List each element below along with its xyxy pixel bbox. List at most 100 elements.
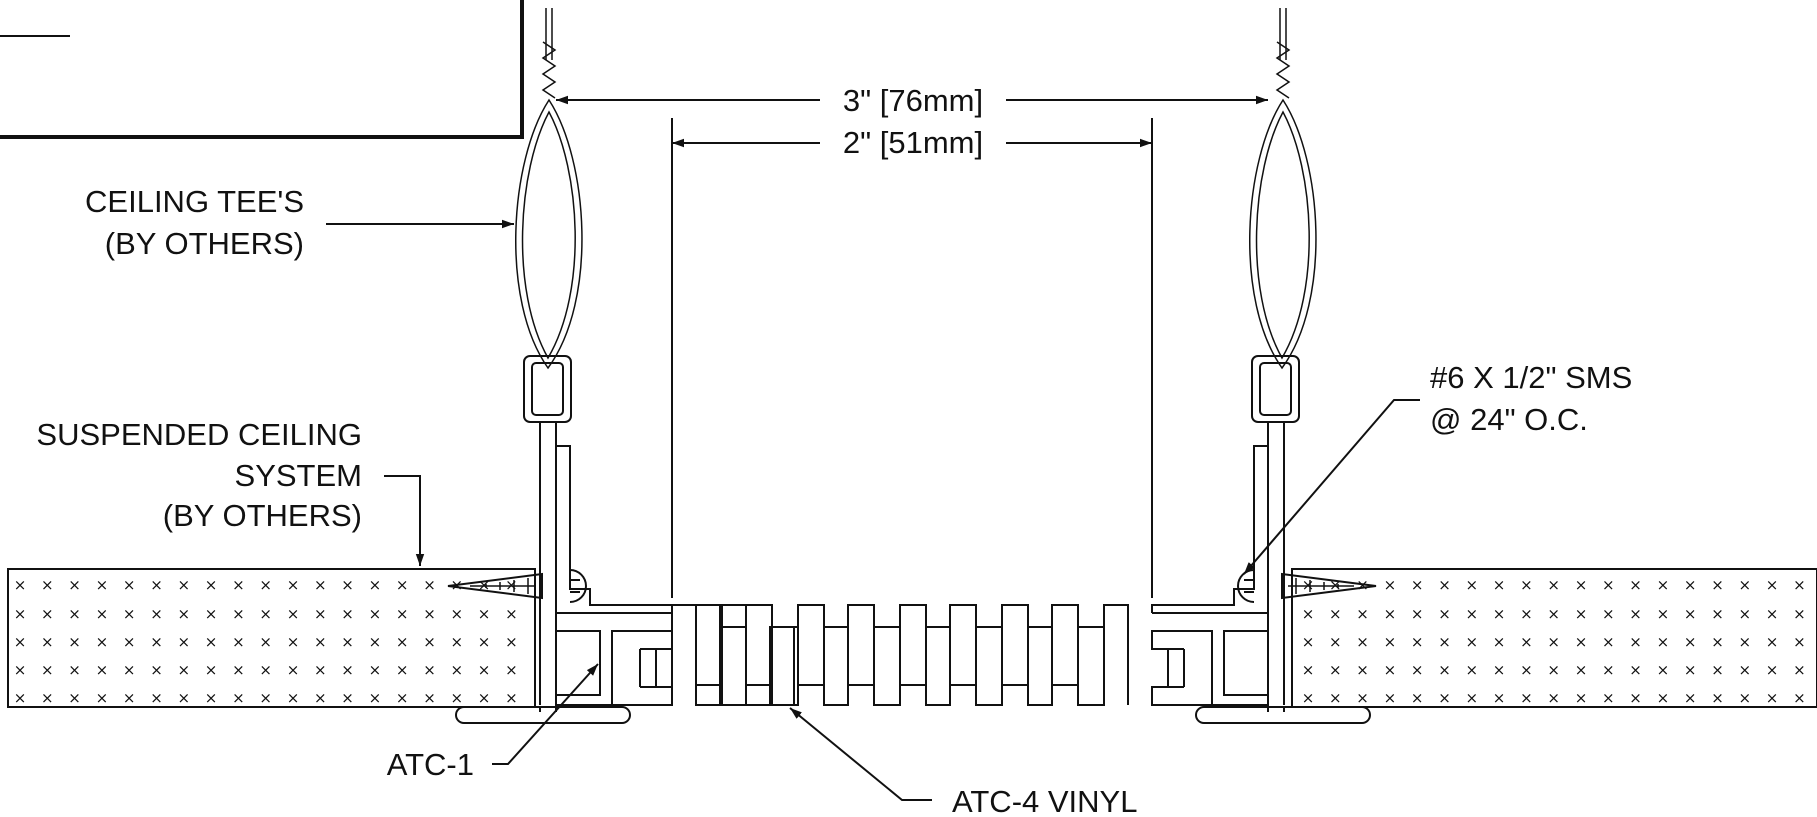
panel-texture-mark: ×: [1657, 605, 1670, 623]
bellows-outer-edge: [696, 604, 1129, 706]
panel-texture-mark: ×: [1766, 689, 1779, 707]
panel-texture-mark: ×: [1356, 633, 1369, 651]
panel-texture-mark: ×: [1520, 689, 1533, 707]
panel-texture-mark: ×: [505, 633, 518, 651]
panel-texture-mark: ×: [1684, 633, 1697, 651]
panel-texture-mark: ×: [14, 605, 27, 623]
panel-texture-mark: ×: [423, 661, 436, 679]
panel-texture-mark: ×: [1466, 661, 1479, 679]
panel-texture-mark: ×: [1575, 605, 1588, 623]
panel-texture-mark: ×: [205, 689, 218, 707]
panel-texture-mark: ×: [287, 661, 300, 679]
panel-texture-mark: ×: [1411, 661, 1424, 679]
panel-texture-mark: ×: [1547, 661, 1560, 679]
panel-texture-mark: ×: [314, 576, 327, 594]
panel-texture-mark: ×: [1629, 576, 1642, 594]
hanger-wire-left: [515, 8, 583, 370]
panel-texture-mark: ×: [1602, 661, 1615, 679]
panel-texture-mark: ×: [259, 576, 272, 594]
panel-texture-mark: ×: [1493, 689, 1506, 707]
panel-texture-mark: ×: [1739, 633, 1752, 651]
ceiling-tees-label-line1: CEILING TEE'S: [85, 184, 304, 219]
panel-texture-mark: ×: [1793, 661, 1806, 679]
panel-texture-mark: ×: [178, 633, 191, 651]
panel-texture-mark: ×: [1384, 661, 1397, 679]
panel-texture-mark: ×: [41, 689, 54, 707]
panel-texture-mark: ×: [123, 633, 136, 651]
panel-texture-mark: ×: [369, 605, 382, 623]
panel-texture-mark: ×: [423, 605, 436, 623]
panel-texture-mark: ×: [205, 605, 218, 623]
panel-texture-mark: ×: [1602, 689, 1615, 707]
panel-texture-mark: ×: [1384, 689, 1397, 707]
panel-texture-mark: ×: [1575, 576, 1588, 594]
panel-texture-mark: ×: [178, 689, 191, 707]
atc1-label: ATC-1: [387, 747, 474, 782]
panel-texture-mark: ×: [1547, 576, 1560, 594]
panel-texture-mark: ×: [451, 689, 464, 707]
panel-texture-mark: ×: [259, 661, 272, 679]
panel-texture-mark: ×: [1739, 605, 1752, 623]
panel-texture-mark: ×: [41, 576, 54, 594]
panel-texture-mark: ×: [1739, 576, 1752, 594]
panel-texture-mark: ×: [451, 605, 464, 623]
panel-texture-mark: ×: [451, 633, 464, 651]
panel-texture-mark: ×: [478, 689, 491, 707]
panel-texture-mark: ×: [205, 633, 218, 651]
panel-texture-mark: ×: [1657, 576, 1670, 594]
panel-texture-mark: ×: [1520, 605, 1533, 623]
panel-texture-mark: ×: [1657, 633, 1670, 651]
suspended-label-line1: SUSPENDED CEILING: [36, 417, 362, 452]
panel-texture-mark: ×: [287, 689, 300, 707]
panel-texture-mark: ×: [1547, 633, 1560, 651]
panel-texture-mark: ×: [1384, 633, 1397, 651]
panel-texture-mark: ×: [259, 689, 272, 707]
panel-texture-mark: ×: [341, 576, 354, 594]
panel-texture-mark: ×: [14, 633, 27, 651]
panel-texture-mark: ×: [1302, 605, 1315, 623]
panel-texture-mark: ×: [1793, 605, 1806, 623]
panel-texture-mark: ×: [423, 689, 436, 707]
panel-texture-mark: ×: [396, 689, 409, 707]
panel-texture-mark: ×: [1302, 689, 1315, 707]
panel-texture-mark: ×: [1411, 605, 1424, 623]
panel-texture-mark: ×: [1629, 661, 1642, 679]
title-block-corner: [0, 0, 524, 139]
panel-texture-mark: ×: [68, 689, 81, 707]
panel-texture-mark: ×: [1438, 661, 1451, 679]
atc4-bellows-profile: [696, 604, 1129, 706]
panel-texture-mark: ×: [1793, 576, 1806, 594]
panel-texture-mark: ×: [96, 689, 109, 707]
panel-texture-mark: ×: [68, 605, 81, 623]
panel-texture-mark: ×: [1793, 633, 1806, 651]
panel-texture-mark: ×: [1411, 576, 1424, 594]
panel-texture-mark: ×: [1575, 633, 1588, 651]
panel-texture-mark: ×: [1575, 661, 1588, 679]
panel-texture-mark: ×: [1329, 661, 1342, 679]
panel-texture-mark: ×: [478, 661, 491, 679]
panel-texture-mark: ×: [232, 633, 245, 651]
screw-label-line1: #6 X 1/2" SMS: [1430, 360, 1632, 395]
panel-texture-mark: ×: [1438, 576, 1451, 594]
panel-texture-mark: ×: [150, 689, 163, 707]
panel-texture-mark: ×: [232, 576, 245, 594]
panel-texture-mark: ×: [205, 661, 218, 679]
panel-texture-mark: ×: [369, 689, 382, 707]
atc4-label: ATC-4 VINYL: [952, 784, 1137, 817]
panel-texture-mark: ×: [14, 576, 27, 594]
panel-texture-mark: ×: [1466, 576, 1479, 594]
panel-texture-mark: ×: [451, 661, 464, 679]
suspended-label-line3: (BY OTHERS): [163, 498, 362, 533]
panel-texture-mark: ×: [1711, 689, 1724, 707]
panel-texture-mark: ×: [1384, 576, 1397, 594]
panel-texture-mark: ×: [232, 605, 245, 623]
panel-texture-mark: ×: [369, 633, 382, 651]
panel-texture-mark: ×: [1302, 576, 1315, 594]
panel-texture-mark: ×: [1384, 605, 1397, 623]
panel-texture-mark: ×: [232, 689, 245, 707]
panel-texture-mark: ×: [1356, 661, 1369, 679]
panel-texture-mark: ×: [1684, 576, 1697, 594]
panel-texture-mark: ×: [41, 633, 54, 651]
panel-texture-mark: ×: [1793, 689, 1806, 707]
